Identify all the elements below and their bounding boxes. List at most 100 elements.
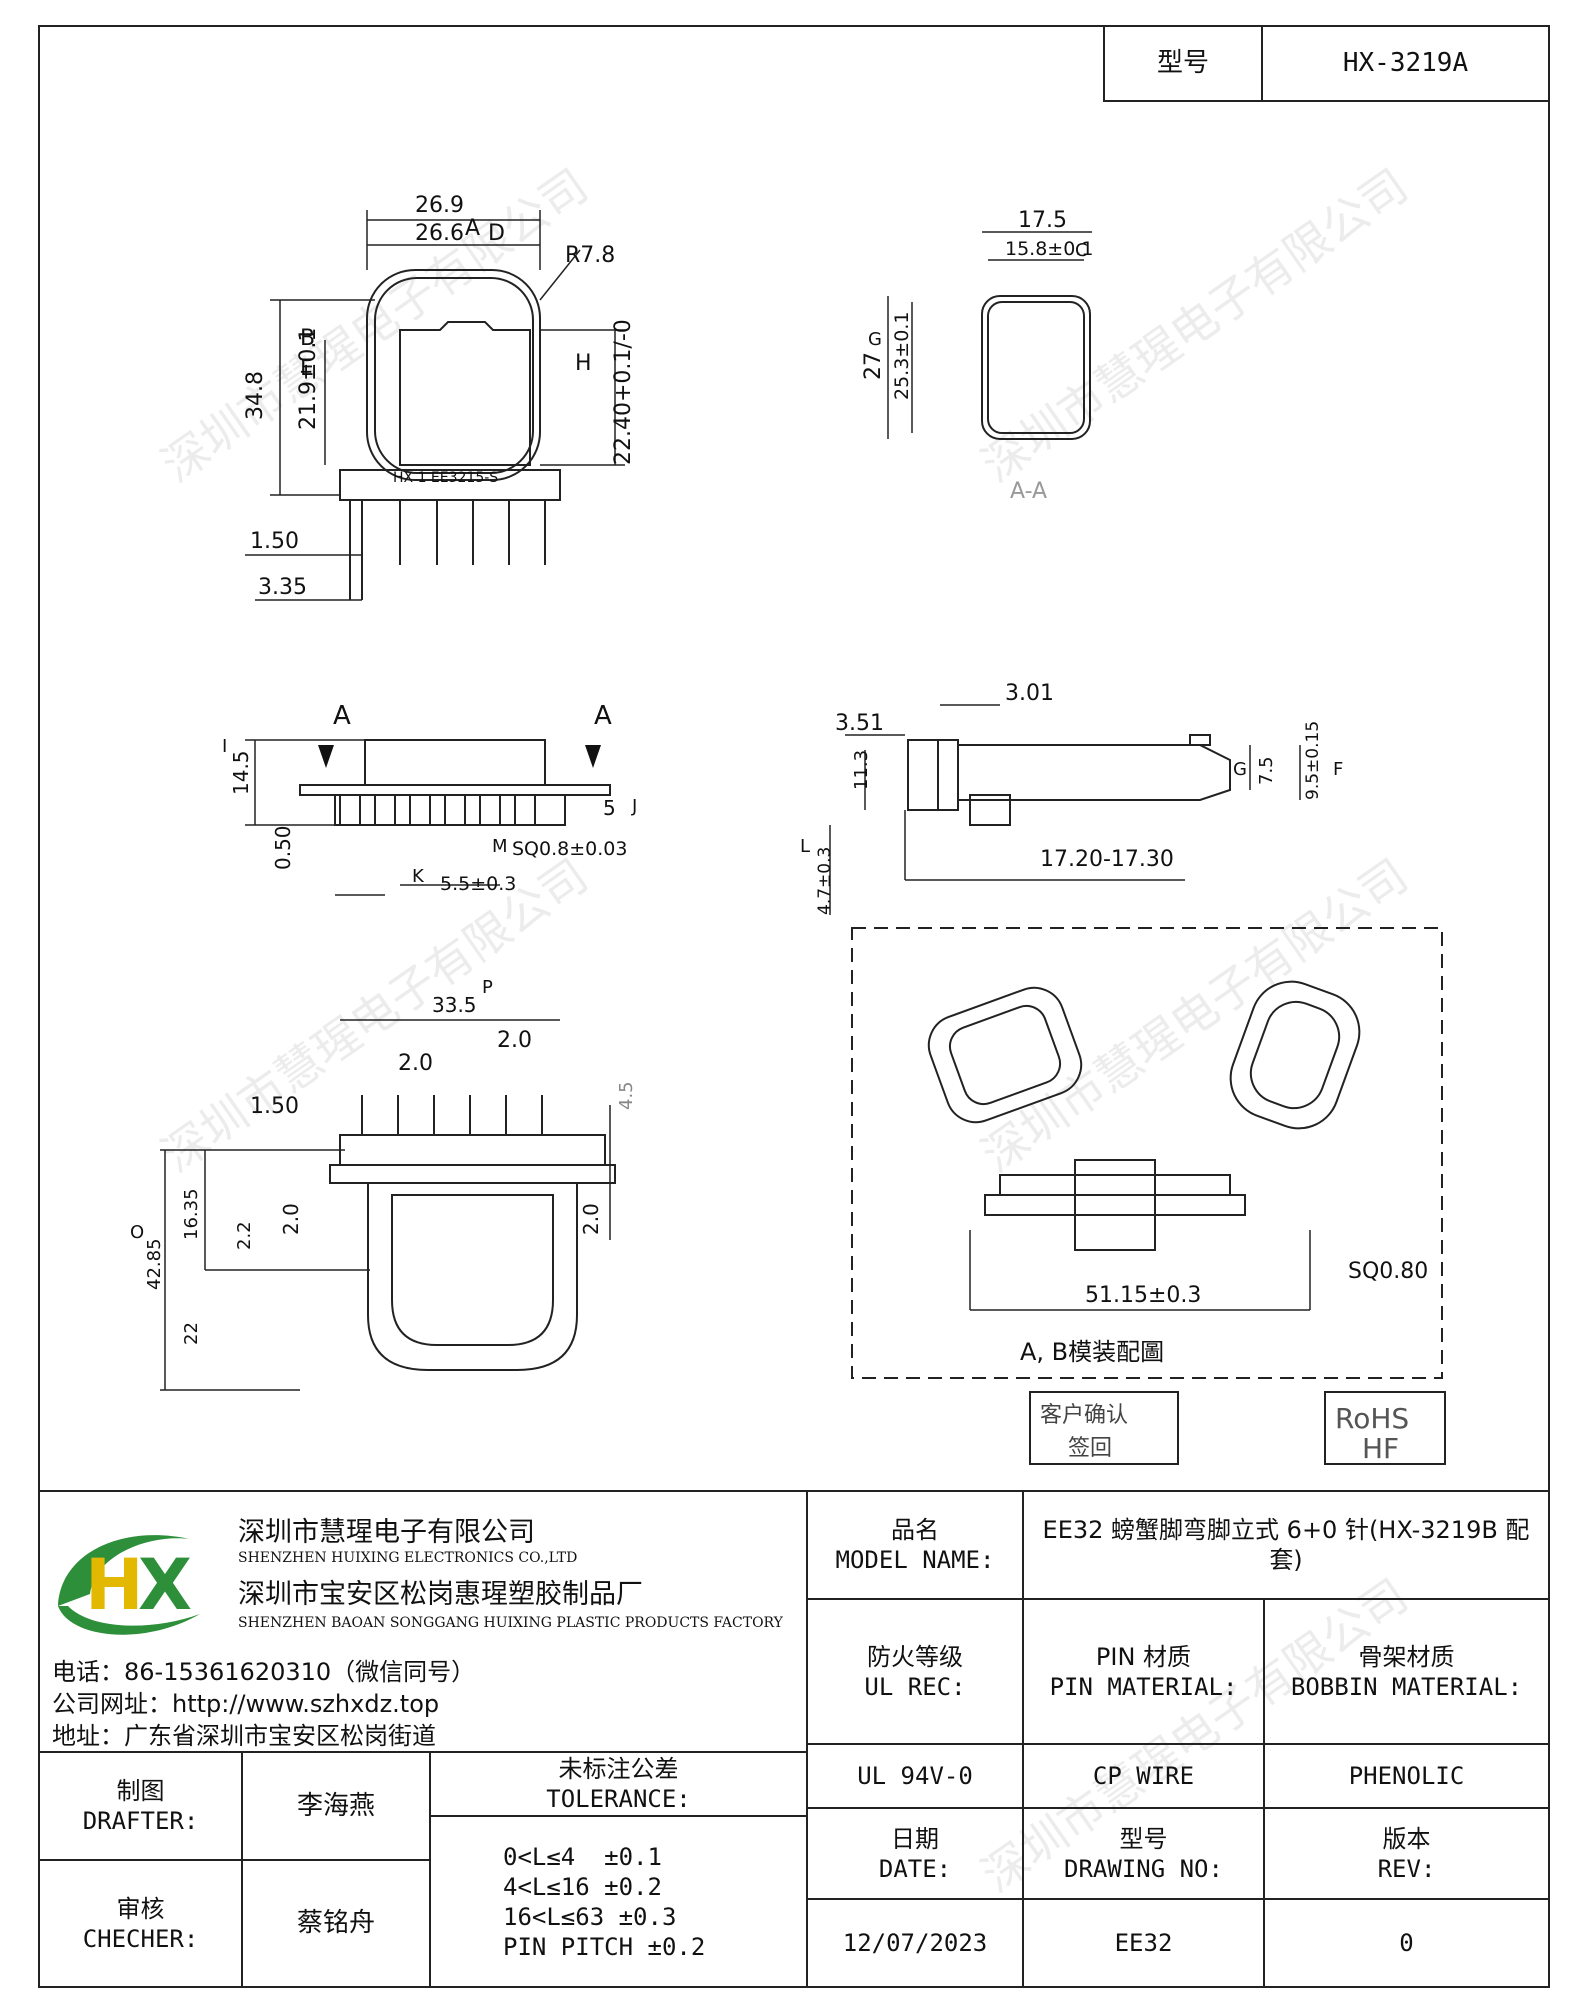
balloon-front-b1: A xyxy=(465,216,480,241)
dim-side-sq: SQ0.8±0.03 xyxy=(512,838,627,860)
ul-rec-label-en: UL REC: xyxy=(864,1672,966,1701)
rohs-line1: RoHS xyxy=(1335,1402,1409,1435)
ul-rec-label: 防火等级 UL REC: xyxy=(806,1598,1024,1745)
rev-value: 0 xyxy=(1263,1898,1550,1988)
drawing-no-label-en: DRAWING NO: xyxy=(1064,1854,1223,1883)
front-view xyxy=(245,210,625,601)
dim-assembly-sq: SQ0.80 xyxy=(1348,1259,1428,1284)
balloon-side-b3: M xyxy=(492,836,508,857)
company-name-cn: 深圳市慧瑆电子有限公司 xyxy=(238,1517,535,1548)
bobbin-material-value: PHENOLIC xyxy=(1263,1743,1550,1809)
date-label-cn: 日期 xyxy=(891,1824,939,1853)
ul-rec-label-cn: 防火等级 xyxy=(867,1642,963,1671)
dim-bottom-h4: 2.0 xyxy=(279,1203,303,1235)
dim-front-pin-offset: 1.50 xyxy=(250,529,299,554)
tolerance-list: 0<L≤4 ±0.1 4<L≤16 ±0.2 16<L≤63 ±0.3 PIN … xyxy=(429,1815,808,1988)
tolerance-label: 未标注公差 TOLERANCE: xyxy=(429,1751,808,1817)
checker-label-cn: 审核 xyxy=(116,1894,165,1923)
tolerance-label-en: TOLERANCE: xyxy=(546,1785,691,1813)
dim-side-h: 14.5 xyxy=(229,750,253,795)
dim-bottom-w: 33.5 xyxy=(432,993,477,1017)
rev-value-text: 0 xyxy=(1399,1929,1414,1957)
factory-name-cn: 深圳市宝安区松岗惠瑆塑胶制品厂 xyxy=(238,1579,643,1610)
drafter-label-en: DRAFTER: xyxy=(82,1807,199,1835)
pin-material-label-cn: PIN 材质 xyxy=(1095,1642,1192,1671)
dim-side-pitch: 5.5±0.3 xyxy=(440,873,516,895)
header-model-label-text: 型号 xyxy=(1156,48,1209,79)
dim-bottom-p2: 2.0 xyxy=(497,1028,532,1053)
balloon-front-b5: H xyxy=(575,351,592,376)
tolerance-row: 4<L≤16 ±0.2 xyxy=(503,1872,662,1901)
balloon-side2-b2: G xyxy=(1233,759,1247,780)
checker-value-text: 蔡铭舟 xyxy=(296,1908,375,1939)
dim-bottom-h2: 16.35 xyxy=(181,1188,202,1240)
dim-section-h-outer: 27 xyxy=(861,352,886,380)
tolerance-label-cn: 未标注公差 xyxy=(558,1755,679,1783)
date-value-text: 12/07/2023 xyxy=(842,1929,988,1957)
customer-approval-box xyxy=(1029,1391,1179,1465)
dim-side2-h3: 9.5±0.15 xyxy=(1303,721,1323,800)
balloon-section-b2: G xyxy=(868,329,882,350)
checker-value: 蔡铭舟 xyxy=(241,1859,431,1988)
company-block: H X 深圳市慧瑆电子有限公司 SHENZHEN HUIXING ELECTRO… xyxy=(38,1490,808,1753)
model-name-value: EE32 螃蟹脚弯脚立式 6+0 针(HX-3219B 配套) xyxy=(1022,1490,1550,1600)
dim-side2-span: 17.20-17.30 xyxy=(1040,847,1174,872)
side-view-2 xyxy=(829,704,1301,915)
checker-label-en: CHECHER: xyxy=(82,1924,199,1953)
company-logo-h: H xyxy=(85,1544,144,1626)
drafter-label: 制图 DRAFTER: xyxy=(38,1751,243,1861)
dim-bottom-h1: 4.5 xyxy=(616,1081,637,1110)
model-name-label-en: MODEL NAME: xyxy=(835,1546,995,1574)
balloon-section-b1: C xyxy=(1075,240,1088,261)
dim-section-w-outer: 17.5 xyxy=(1018,208,1067,233)
pin-material-label: PIN 材质 PIN MATERIAL: xyxy=(1022,1598,1265,1745)
date-value: 12/07/2023 xyxy=(806,1898,1024,1988)
date-label: 日期 DATE: xyxy=(806,1807,1024,1900)
pin-material-label-en: PIN MATERIAL: xyxy=(1049,1672,1238,1701)
company-name-en: SHENZHEN HUIXING ELECTRONICS CO.,LTD xyxy=(238,1550,578,1566)
drafter-value-text: 李海燕 xyxy=(296,1790,375,1821)
balloon-side-b2: J xyxy=(631,796,637,817)
checker-label: 审核 CHECHER: xyxy=(38,1859,243,1988)
drafter-value: 李海燕 xyxy=(241,1751,431,1861)
dim-bottom-h3: 2.2 xyxy=(234,1221,255,1250)
drafter-label-cn: 制图 xyxy=(116,1777,165,1805)
dim-front-h-total: 34.8 xyxy=(243,371,268,420)
dim-side2-h2: 7.5 xyxy=(1256,756,1277,785)
tolerance-row: 0<L≤4 ±0.1 xyxy=(503,1842,662,1871)
date-label-en: DATE: xyxy=(878,1854,952,1883)
header-model-value-text: HX-3219A xyxy=(1342,48,1469,79)
drawing-no-value-text: EE32 xyxy=(1114,1929,1173,1957)
balloon-bottom-b2: O xyxy=(130,1222,144,1243)
technical-drawing: 26.9 26.6 R7.8 A D B E H 34.8 21.9±0.1 2… xyxy=(130,193,1446,1465)
customer-approval-line1: 客户确认 xyxy=(1040,1403,1128,1428)
assembly-box xyxy=(851,927,1443,1379)
rev-label-cn: 版本 xyxy=(1382,1824,1431,1853)
rev-label: 版本 REV: xyxy=(1263,1807,1550,1900)
factory-name-en: SHENZHEN BAOAN SONGGANG HUIXING PLASTIC … xyxy=(238,1615,783,1631)
dim-bottom-p1: 2.0 xyxy=(398,1051,433,1076)
balloon-front-b4: E xyxy=(300,356,314,381)
bottom-view xyxy=(160,1019,616,1391)
drawing-no-label: 型号 DRAWING NO: xyxy=(1022,1807,1265,1900)
cut-mark-right: A xyxy=(594,701,612,731)
balloon-side-b4: K xyxy=(412,866,425,887)
rev-label-en: REV: xyxy=(1377,1854,1436,1883)
pin-material-value: CP WIRE xyxy=(1022,1743,1265,1809)
header-model-value: HX-3219A xyxy=(1261,25,1550,102)
bobbin-material-label-cn: 骨架材质 xyxy=(1358,1642,1455,1671)
ul-rec-value-text: UL 94V-0 xyxy=(857,1762,973,1790)
assembly-caption: A, B模装配圖 xyxy=(1020,1338,1164,1366)
dim-side2-w2: 3.01 xyxy=(1005,681,1054,706)
model-name-value-text: EE32 螃蟹脚弯脚立式 6+0 针(HX-3219B 配套) xyxy=(1042,1516,1530,1574)
side-view xyxy=(245,739,611,896)
company-logo: H X xyxy=(58,1535,200,1635)
dim-front-pin-base: 3.35 xyxy=(258,575,307,600)
dim-side2-leg: 4.7±0.3 xyxy=(815,847,835,915)
balloon-side2-b3: F xyxy=(1333,759,1343,780)
company-logo-x: X xyxy=(138,1544,192,1626)
balloon-side-b1: I xyxy=(222,736,227,757)
dim-section-w-inner: 15.8±0.1 xyxy=(1005,238,1093,260)
customer-approval-line2: 签回 xyxy=(1068,1436,1112,1461)
dim-side-pin: 5 xyxy=(603,796,616,820)
